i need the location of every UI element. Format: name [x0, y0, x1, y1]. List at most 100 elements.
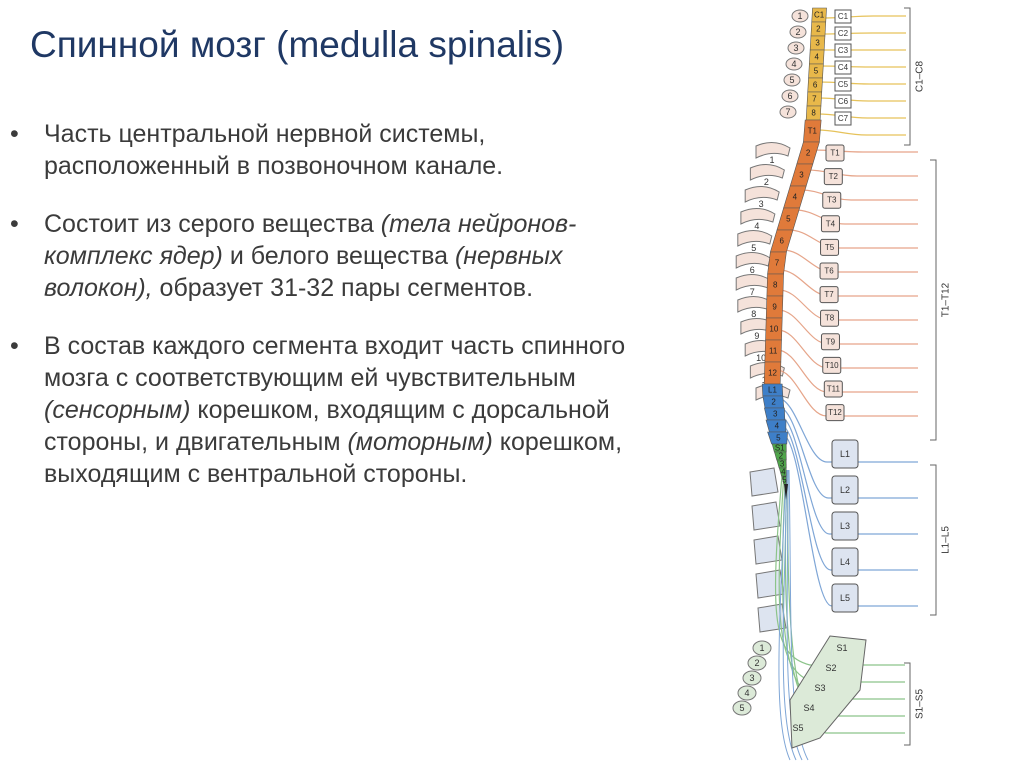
bullet-item: • В состав каждого сегмента входит часть… — [4, 330, 634, 490]
vertebra-process — [781, 89, 799, 103]
process-label: 8 — [751, 309, 756, 319]
vertebra-process — [737, 230, 773, 247]
cord-segment-label: 3 — [773, 410, 778, 419]
process-label: 4 — [744, 688, 749, 698]
region-label: T1–T12 — [941, 282, 952, 317]
vertebra-box — [834, 43, 852, 58]
vertebra-process — [779, 105, 797, 119]
process-label: 10 — [756, 353, 766, 363]
vertebra-box-label: C5 — [838, 80, 849, 89]
sacral-label: S4 — [803, 703, 814, 713]
cord-segment-label: 2 — [779, 452, 784, 461]
vertebra-box-label: C7 — [838, 114, 849, 123]
spinal-cord-diagram: 123456712345678910111212345C12345678T123… — [732, 7, 952, 761]
cord-segment-label: 5 — [782, 476, 787, 485]
cord-segment-label: T1 — [808, 127, 818, 136]
region-bracket — [904, 662, 911, 746]
nerve-root — [820, 65, 906, 68]
cord-segment-label: 4 — [781, 468, 786, 477]
process-label: 4 — [754, 221, 759, 231]
conus-medullaris — [784, 484, 788, 500]
process-label: 1 — [759, 643, 764, 653]
region-label: C1–C8 — [915, 61, 926, 93]
sacrum — [789, 635, 867, 749]
text-run-italic: (моторным) — [347, 428, 493, 456]
sacral-process — [732, 700, 752, 716]
vertebra-box-label: T9 — [826, 337, 836, 346]
vertebra-box — [834, 111, 852, 126]
vertebra-box — [819, 262, 839, 280]
cord-segment-label: 4 — [815, 53, 820, 62]
nerve-root — [800, 189, 918, 201]
nerve-root — [778, 406, 918, 499]
process-label: 2 — [795, 27, 800, 37]
cord-segment-label: 4 — [793, 193, 798, 202]
process-label: 7 — [750, 287, 755, 297]
bullet-text: Состоит из серого вещества (тела нейроно… — [44, 210, 576, 302]
nerve-root — [777, 349, 918, 393]
region-bracket — [904, 7, 911, 146]
nerve-root — [778, 309, 918, 345]
vertebra-box — [823, 380, 843, 398]
bullet-marker: • — [10, 120, 19, 148]
vertebra-box — [831, 547, 859, 577]
process-label: 7 — [785, 107, 790, 117]
text-run: образует 31-32 пары сегментов. — [152, 274, 534, 302]
cord-segment-label: 5 — [776, 434, 781, 443]
cauda-equina-fiber — [778, 469, 791, 761]
vertebra-process — [789, 25, 807, 39]
vertebra-box-label: T11 — [827, 385, 841, 394]
vertebra-process — [785, 57, 803, 71]
sacral-process — [747, 655, 767, 671]
vertebra-process — [740, 208, 776, 225]
process-label: 5 — [739, 703, 744, 713]
bullet-marker: • — [10, 332, 19, 360]
process-label: 4 — [791, 59, 796, 69]
sacral-process — [742, 670, 762, 686]
region-label: L1–L5 — [941, 526, 952, 554]
process-label: 5 — [789, 75, 794, 85]
text-run: корешком, входящим с дорсальной стороны,… — [44, 396, 610, 456]
cord-segment-label: 8 — [811, 109, 816, 118]
region-bracket — [930, 464, 937, 616]
text-run-italic: (нервных волокон), — [44, 242, 563, 302]
vertebra-box-label: L4 — [840, 557, 850, 567]
region-label: S1–S5 — [915, 689, 926, 719]
process-label: 2 — [754, 658, 759, 668]
vertebra-process — [783, 73, 801, 87]
vertebra-box — [825, 404, 845, 422]
vertebra-box-label: C2 — [838, 29, 849, 38]
process-label: 6 — [787, 91, 792, 101]
vertebra-box-label: T7 — [824, 290, 834, 299]
nerve-root — [782, 249, 918, 273]
vertebra-box-label: C6 — [838, 97, 849, 106]
text-run: и белого вещества — [222, 242, 455, 270]
sacral-process — [737, 685, 757, 701]
nerve-root — [794, 209, 918, 225]
process-label: 9 — [754, 331, 759, 341]
nerve-root — [779, 415, 918, 535]
nerve-root — [780, 424, 918, 571]
cord-segment-label: 10 — [769, 325, 778, 334]
cord-segment-label: 5 — [786, 215, 791, 224]
vertebra-box — [831, 439, 859, 469]
nerve-root — [774, 451, 905, 666]
vertebra-box — [822, 356, 842, 374]
nerve-root — [817, 113, 906, 119]
cord-segment-label: 5 — [814, 67, 819, 76]
vertebra-box-label: L3 — [840, 521, 850, 531]
lumbar-process — [757, 603, 787, 633]
vertebra-box — [819, 286, 839, 304]
cord-segment-label: 11 — [769, 347, 778, 356]
nerve-root — [781, 433, 918, 607]
bullet-item: • Часть центральной нервной системы, рас… — [4, 118, 634, 182]
cord-segment-label: C1 — [814, 11, 825, 20]
text-run-italic: (сенсорным) — [44, 396, 191, 424]
cord-segment-label: 9 — [772, 303, 777, 312]
vertebra-box-label: T4 — [826, 219, 836, 228]
vertebra-box — [831, 583, 859, 613]
vertebra-process — [744, 186, 780, 203]
nerve-root — [788, 229, 918, 249]
cord-segment-label: 6 — [779, 237, 784, 246]
slide-title: Спинной мозг (medulla spinalis) — [30, 24, 565, 65]
